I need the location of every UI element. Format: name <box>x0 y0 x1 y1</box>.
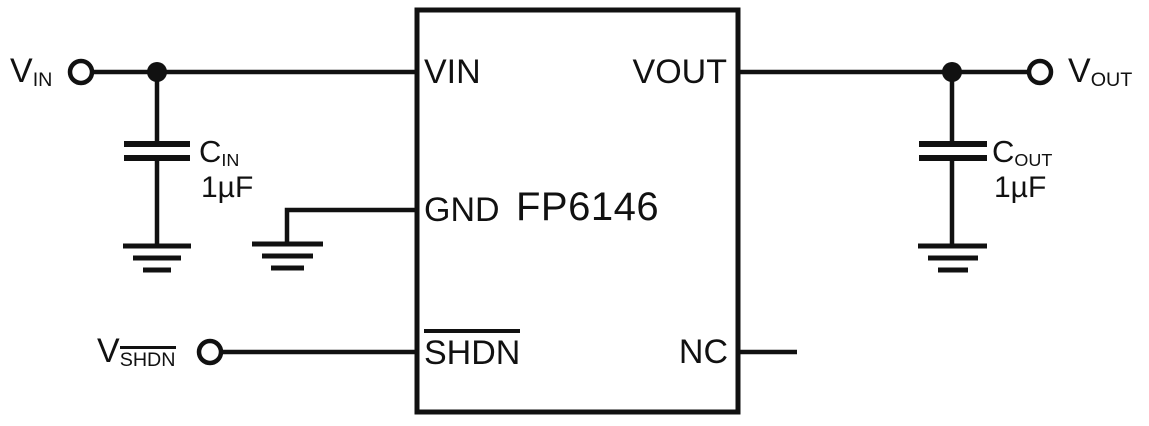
cin-ref-label-main: C <box>199 134 222 169</box>
vout-terminal-label-main: V <box>1068 52 1091 90</box>
vshdn-terminal-circle <box>196 338 224 366</box>
vin-terminal-label-main: V <box>10 52 33 90</box>
vin-terminal-circle <box>67 58 95 86</box>
cout-ref-label: COUT <box>992 134 1053 170</box>
cin-ground-symbol <box>123 243 191 273</box>
cout-value-label: 1µF <box>994 171 1047 204</box>
vshdn-terminal-label-sub: SHDN <box>119 346 176 371</box>
cout-ground-symbol <box>918 243 987 273</box>
chip-part-number: FP6146 <box>516 185 660 229</box>
cout-ref-label-main: C <box>992 134 1015 169</box>
vin-junction-dot <box>147 62 167 82</box>
chip-pin-label-shdn: SHDN <box>424 329 521 370</box>
gnd-wire <box>284 207 417 244</box>
vout-terminal-label: VOUT <box>1068 52 1133 92</box>
cin-ref-label-sub: IN <box>221 149 240 170</box>
chip-pin-label-shdn-text: SHDN <box>424 329 521 370</box>
gnd-ground-symbol <box>252 241 323 271</box>
vin-terminal-label-sub: IN <box>32 69 53 92</box>
vshdn-terminal-label-main: V <box>97 332 120 370</box>
vout-terminal-circle <box>1026 58 1054 86</box>
vshdn-terminal-label: VSHDN <box>97 332 176 371</box>
chip-pin-label-gnd: GND <box>424 191 500 229</box>
chip-pin-label-nc: NC <box>678 333 728 371</box>
cin-ref-label: CIN <box>199 134 240 170</box>
chip-pin-label-vin: VIN <box>424 53 481 91</box>
cin-value-label: 1µF <box>201 171 254 204</box>
vin-terminal-label: VIN <box>10 52 53 92</box>
vout-junction-dot <box>942 62 962 82</box>
vout-terminal-label-sub: OUT <box>1090 69 1133 92</box>
cout-ref-label-sub: OUT <box>1014 149 1053 170</box>
chip-pin-label-vout: VOUT <box>632 53 727 91</box>
